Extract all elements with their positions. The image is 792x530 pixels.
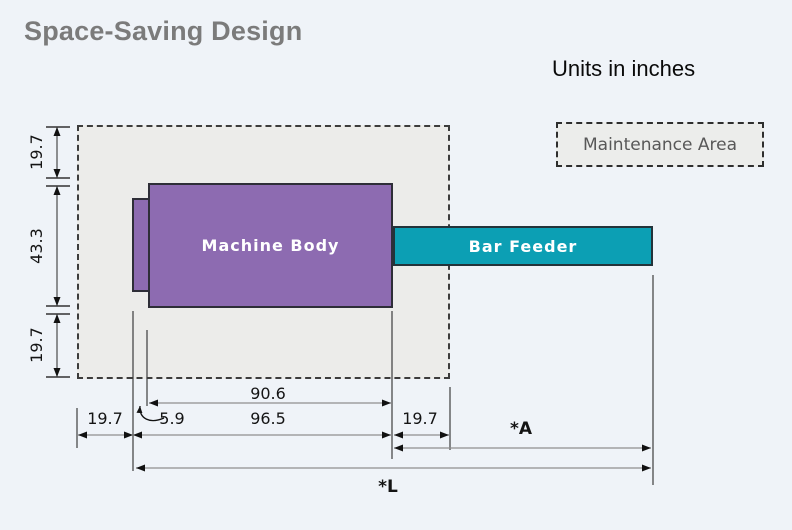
dim-top-clearance: 19.7 [27,134,46,170]
machine-body: Machine Body [148,183,393,308]
page-title: Space-Saving Design [24,16,303,46]
maintenance-area-legend: Maintenance Area [556,122,764,167]
bar-feeder: Bar Feeder [393,226,653,266]
dim-bar-feeder-span: *A [509,419,533,439]
dim-body-width: 90.6 [250,384,286,403]
dim-left-clearance: 19.7 [87,409,123,428]
units-note: Units in inches [552,56,696,81]
dim-spindle-offset: 5.9 [159,409,185,428]
dim-body-height: 43.3 [27,228,46,264]
dim-overall-body-width: 96.5 [250,409,286,428]
dim-right-clearance: 19.7 [402,409,438,428]
vertical-dimension-ticks [46,126,70,378]
maintenance-legend-label: Maintenance Area [582,134,737,155]
dim-overall-length: *L [378,477,398,497]
bar-feeder-label: Bar Feeder [468,236,578,256]
dim-bottom-clearance: 19.7 [27,327,46,363]
machine-body-label: Machine Body [201,236,340,255]
